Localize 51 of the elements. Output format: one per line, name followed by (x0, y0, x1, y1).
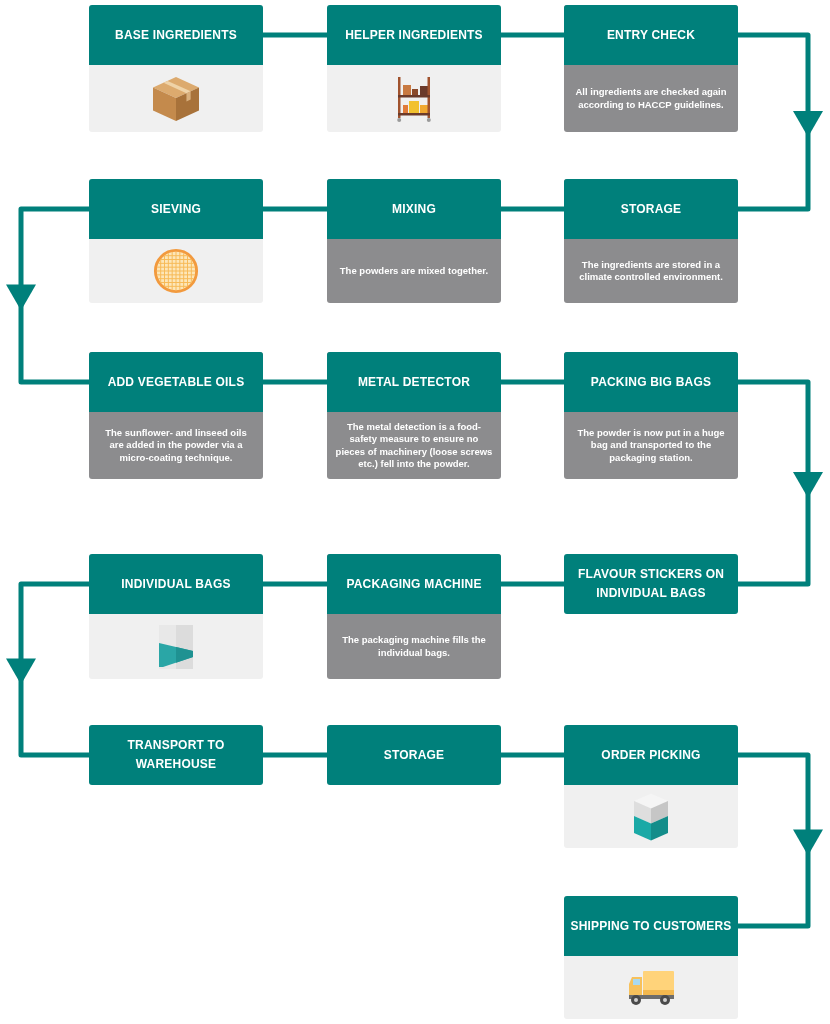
connector-line (263, 752, 327, 758)
step-header: ADD VEGETABLE OILS (89, 352, 263, 412)
step-description: The packaging machine fills the individual bags. (341, 634, 487, 659)
process-card (89, 352, 263, 479)
step-header: INDIVIDUAL BAGS (89, 554, 263, 614)
connector-line (263, 32, 327, 38)
step-description: The powders are mixed together. (339, 264, 489, 278)
step-header: ORDER PICKING (564, 725, 738, 785)
connector-line (501, 752, 564, 758)
step-description: The sunflower- and linseed oils are added in the powder via a micro-coating technique. (104, 426, 248, 465)
process-card (564, 352, 738, 479)
step-header: PACKING BIG BAGS (564, 352, 738, 412)
step-description: The ingredients are stored in a climate controlled environment. (578, 258, 724, 284)
step-description: All ingredients are checked again according to HACCP guidelines. (574, 86, 728, 111)
process-card (327, 352, 501, 479)
connector-line (263, 206, 327, 212)
flow-arrow (6, 206, 89, 385)
process-card (89, 179, 263, 303)
step-header: TRANSPORT TO WAREHOUSE (89, 725, 263, 785)
step-header: STORAGE (564, 179, 738, 239)
process-card (564, 725, 738, 848)
step-header: MIXING (327, 179, 501, 239)
process-card (89, 554, 263, 679)
step-header: HELPER INGREDIENTS (327, 5, 501, 65)
step-header: ENTRY CHECK (564, 5, 738, 65)
connector-line (501, 32, 564, 38)
connector-line (263, 379, 327, 385)
process-card (327, 554, 501, 679)
process-card (327, 179, 501, 303)
connector-line (501, 379, 564, 385)
connector-line (263, 581, 327, 587)
step-description: The powder is now put in a huge bag and transported to the packaging station. (576, 426, 726, 465)
flow-arrow (738, 379, 823, 587)
step-header: BASE INGREDIENTS (89, 5, 263, 65)
connector-line (501, 581, 564, 587)
connector-line (501, 206, 564, 212)
process-card (564, 5, 738, 132)
step-description: The metal detection is a food-safety measure to ensure no pieces of machinery (loose screws etc.) fell into the powder. (335, 420, 493, 471)
process-card (564, 179, 738, 303)
process-card (564, 896, 738, 1019)
process-card (89, 5, 263, 132)
step-header: METAL DETECTOR (327, 352, 501, 412)
step-header: SIEVING (89, 179, 263, 239)
flow-arrow (6, 581, 89, 758)
flow-arrow (738, 32, 823, 212)
step-header: SHIPPING TO CUSTOMERS (564, 896, 738, 956)
process-card (327, 5, 501, 132)
step-header: PACKAGING MACHINE (327, 554, 501, 614)
flow-arrow (738, 752, 823, 929)
step-header: FLAVOUR STICKERS ON INDIVIDUAL BAGS (564, 554, 738, 614)
step-header: STORAGE (327, 725, 501, 785)
